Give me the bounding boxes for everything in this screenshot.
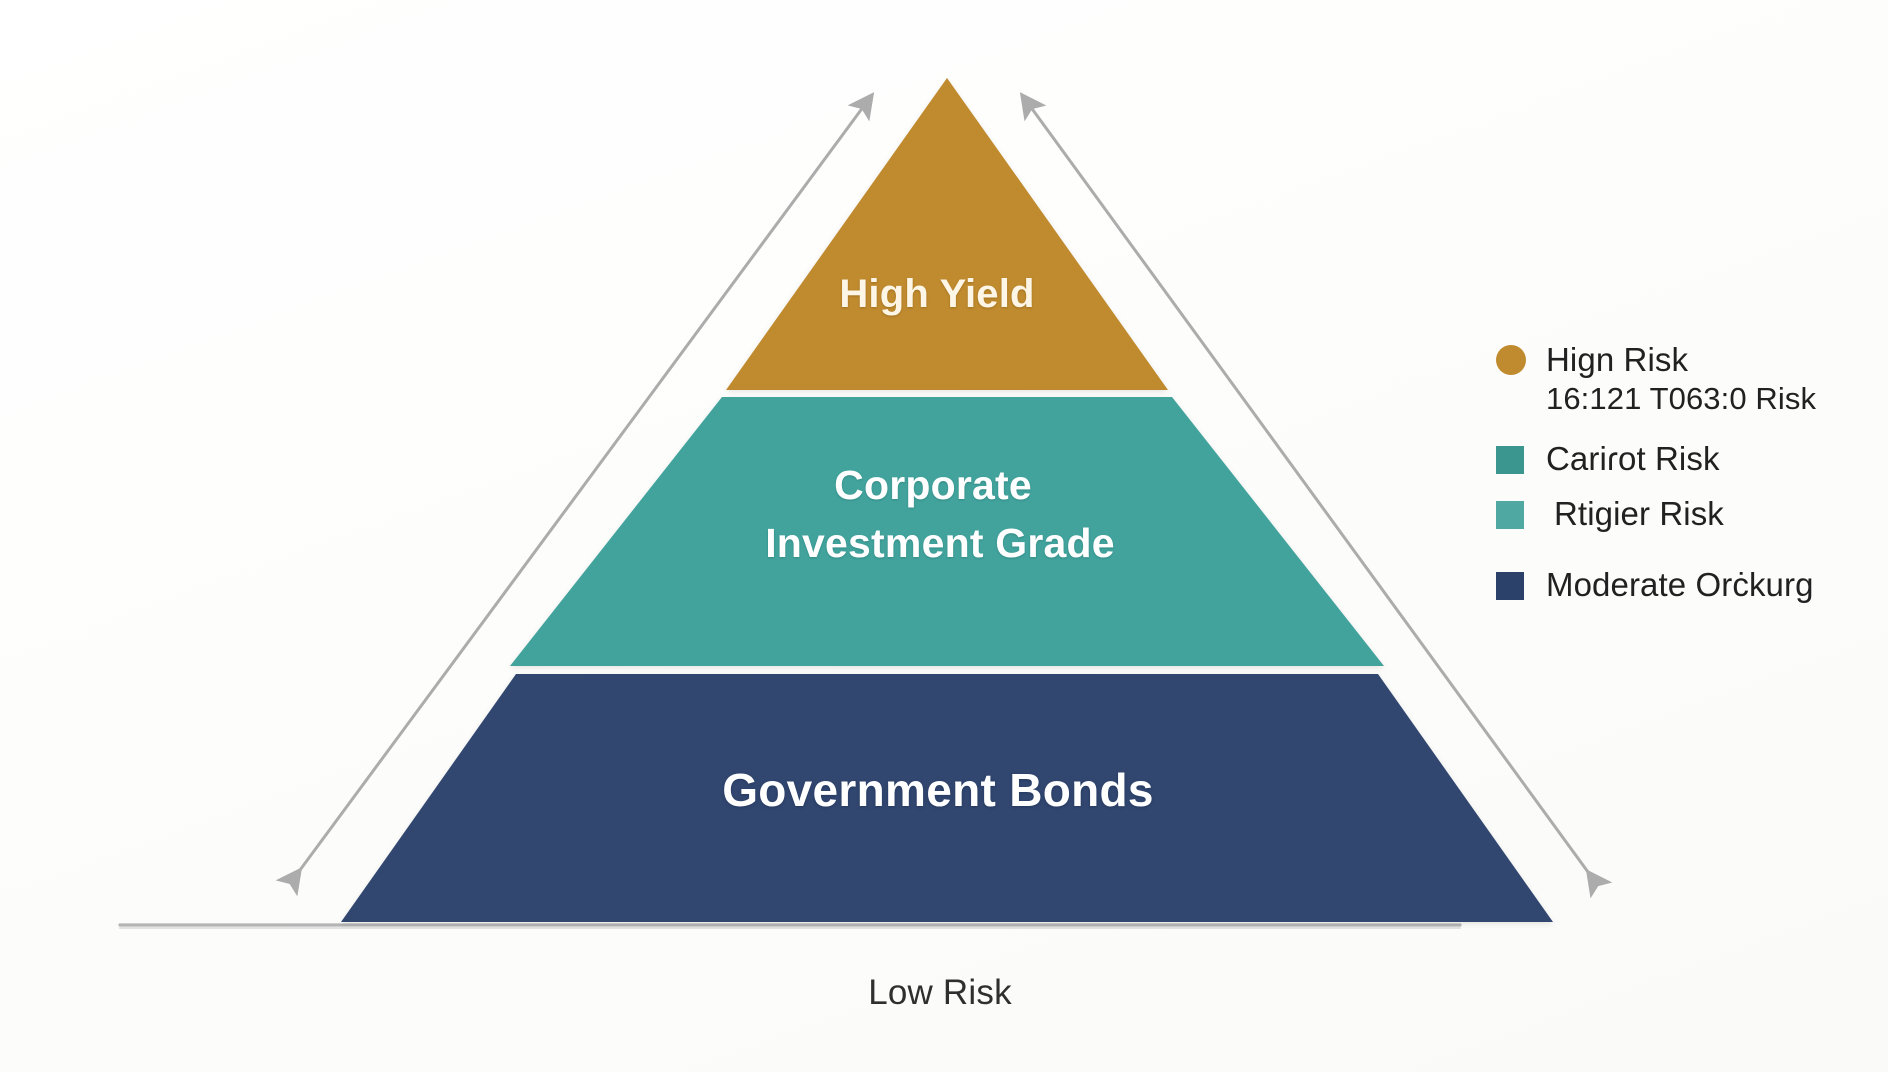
legend-item-cariot-risk[interactable]: Cariɾot Risk [1496,439,1868,479]
tier-government-bonds[interactable] [341,674,1553,922]
legend-item-moderate-orckurg[interactable]: Moderate Orċkurg [1496,565,1868,605]
low-risk-caption: Low Risk [0,973,1888,1013]
tier-corporate-investment-grade[interactable] [510,397,1384,666]
low-risk-caption-text: Low Risk [868,973,1012,1012]
legend-marker-circle-icon [1496,345,1526,375]
legend-label-high-risk: Hign Risk [1546,341,1689,378]
baseline [118,923,1462,929]
tier-high-yield[interactable] [726,78,1168,390]
legend-marker-spacer [1496,385,1526,415]
left-risk-arrow [275,92,875,897]
legend-marker-square-icon [1496,571,1524,600]
legend-marker-square-icon [1496,446,1524,475]
legend-label-cariot-risk: Cariɾot Risk [1546,440,1720,478]
legend-item-high-risk-sub: 16:121 T063:0 Risk [1496,380,1868,418]
legend-sublabel-high-risk: 16:121 T063:0 Risk [1546,381,1817,417]
legend-item-high-risk[interactable]: Hign Risk [1496,340,1868,380]
legend-marker-square-icon [1496,501,1524,530]
legend-item-rtigier-risk[interactable]: Rtigier Risk [1496,494,1868,534]
legend-label-rtigier-risk: Rtigier Risk [1554,495,1724,533]
legend-label-moderate-orckurg: Moderate Orċkurg [1546,565,1814,603]
right-risk-arrow [1019,92,1613,899]
legend: Hign Risk 16:121 T063:0 Risk Cariɾot Ris… [1496,340,1868,605]
